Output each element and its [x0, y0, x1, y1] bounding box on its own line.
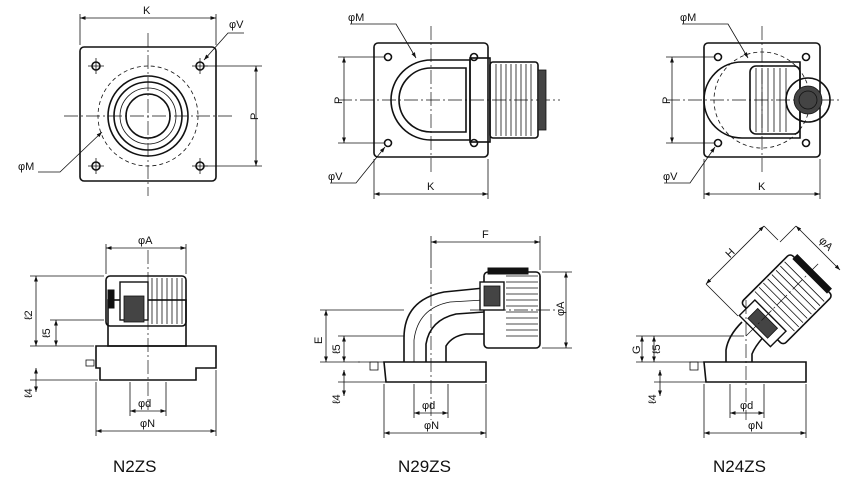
n2zs-a-label: φA: [138, 235, 153, 247]
n24zs-h-label: H: [724, 246, 738, 260]
n2zs-v-label: φV: [229, 19, 244, 31]
n29zs-caption: N29ZS: [398, 457, 451, 476]
n29zs-top-view: φM P φV K: [328, 12, 560, 199]
n2zs-l4-label: ℓ4: [23, 388, 35, 398]
n24zs-a-label: φA: [816, 235, 835, 254]
n24zs-top-view: φM P φV K: [661, 12, 840, 199]
n24zs-v-label: φV: [663, 171, 678, 183]
n29zs-d-label: φd: [422, 400, 435, 412]
n24zs-g-label: G: [631, 345, 643, 354]
n2zs-n-label: φN: [140, 418, 155, 430]
n24zs-top-nut-knurl: [755, 68, 787, 132]
n29zs-l4-label: ℓ4: [331, 394, 343, 404]
n29zs-p-label: P: [333, 97, 345, 104]
n24zs-side-view: H φA G ℓ5 ℓ4 φd φN: [631, 225, 841, 438]
n29zs-n-label: φN: [424, 420, 439, 432]
n24zs-d-label: φd: [740, 400, 753, 412]
n2zs-side-knurl: [107, 278, 183, 324]
n29zs-m-label: φM: [348, 12, 364, 24]
n29zs-side-view: F φA E ℓ5 ℓ4 φd φN: [313, 229, 572, 438]
n29zs-f-label: F: [482, 229, 489, 241]
n24zs-caption: N24ZS: [713, 457, 766, 476]
n29zs-l5-label: ℓ5: [331, 344, 343, 354]
n24zs-p-label: P: [661, 97, 673, 104]
n24zs-n-label: φN: [748, 420, 763, 432]
n29zs-top-nut-knurl: [495, 64, 547, 136]
n29zs-k-label: K: [427, 181, 435, 193]
n29zs-a-label: φA: [555, 301, 567, 316]
n2zs-top-view: K φV P φM: [18, 5, 262, 196]
n2zs-k-label: K: [143, 5, 151, 17]
n29zs-side-knurl: [483, 267, 538, 337]
n24zs-m-label: φM: [680, 12, 696, 24]
n24zs-l5-label: ℓ5: [651, 344, 663, 354]
n2zs-l5-label: ℓ5: [41, 328, 53, 338]
n24zs-k-label: K: [758, 181, 766, 193]
n24zs-l4-label: ℓ4: [647, 394, 659, 404]
n2zs-side-view: φA ℓ2 ℓ5 ℓ4 φd φN: [23, 235, 217, 436]
n2zs-l2-label: ℓ2: [23, 310, 35, 320]
n2zs-caption: N2ZS: [113, 457, 156, 476]
n29zs-v-label: φV: [328, 171, 343, 183]
n29zs-e-label: E: [313, 337, 325, 344]
n2zs-m-label: φM: [18, 161, 34, 173]
n2zs-d-label: φd: [138, 398, 151, 410]
n2zs-p-label: P: [249, 113, 261, 120]
